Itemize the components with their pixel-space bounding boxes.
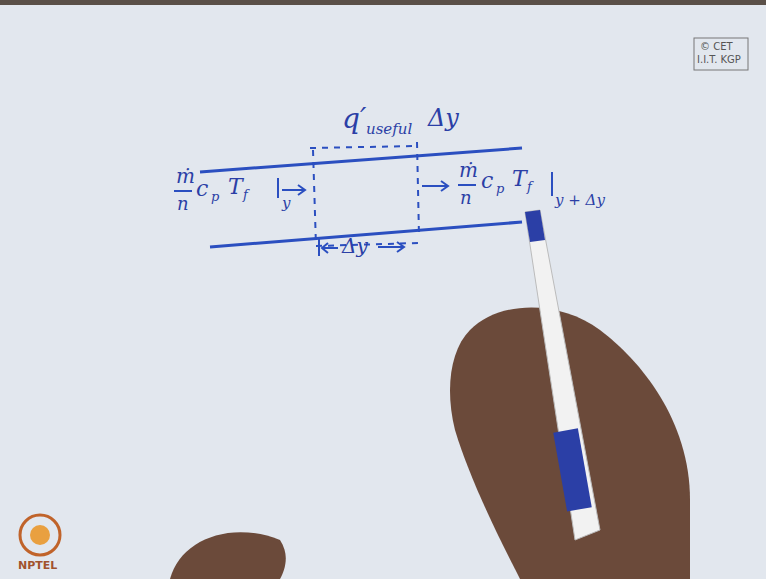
subscript: p: [211, 190, 219, 203]
nptel-emblem: [20, 515, 60, 555]
dimension-label: Δy: [342, 236, 368, 256]
subscript: useful: [366, 122, 412, 137]
fraction-bar: [458, 184, 476, 186]
flow-arrow: [282, 181, 448, 195]
subscript: f: [527, 180, 532, 193]
position: y + Δy: [555, 193, 605, 208]
temperature: T: [512, 168, 527, 190]
watermark: I.I.T. KGP: [697, 55, 741, 65]
subscript: f: [243, 188, 248, 201]
mass-flow: ṁ: [176, 166, 195, 186]
watermark: NPTEL: [18, 560, 57, 571]
hand-with-pen: [170, 210, 690, 579]
top-edge: [0, 0, 766, 5]
control-volume: [310, 142, 419, 246]
logo-frame: [694, 38, 748, 70]
denominator: n: [460, 189, 472, 207]
denominator: n: [177, 195, 189, 213]
mass-flow: ṁ: [459, 160, 478, 180]
evaluation-bar: [277, 178, 279, 198]
length-term: Δy: [428, 106, 459, 130]
evaluation-bar: [551, 172, 553, 196]
specific-heat: c: [481, 170, 493, 192]
temperature: T: [228, 176, 243, 198]
heat-symbol: q′: [342, 105, 366, 133]
subscript: p: [496, 182, 504, 195]
watermark: © CET: [700, 42, 733, 52]
fraction-bar: [174, 190, 192, 192]
specific-heat: c: [196, 178, 208, 200]
position: y: [282, 196, 290, 211]
